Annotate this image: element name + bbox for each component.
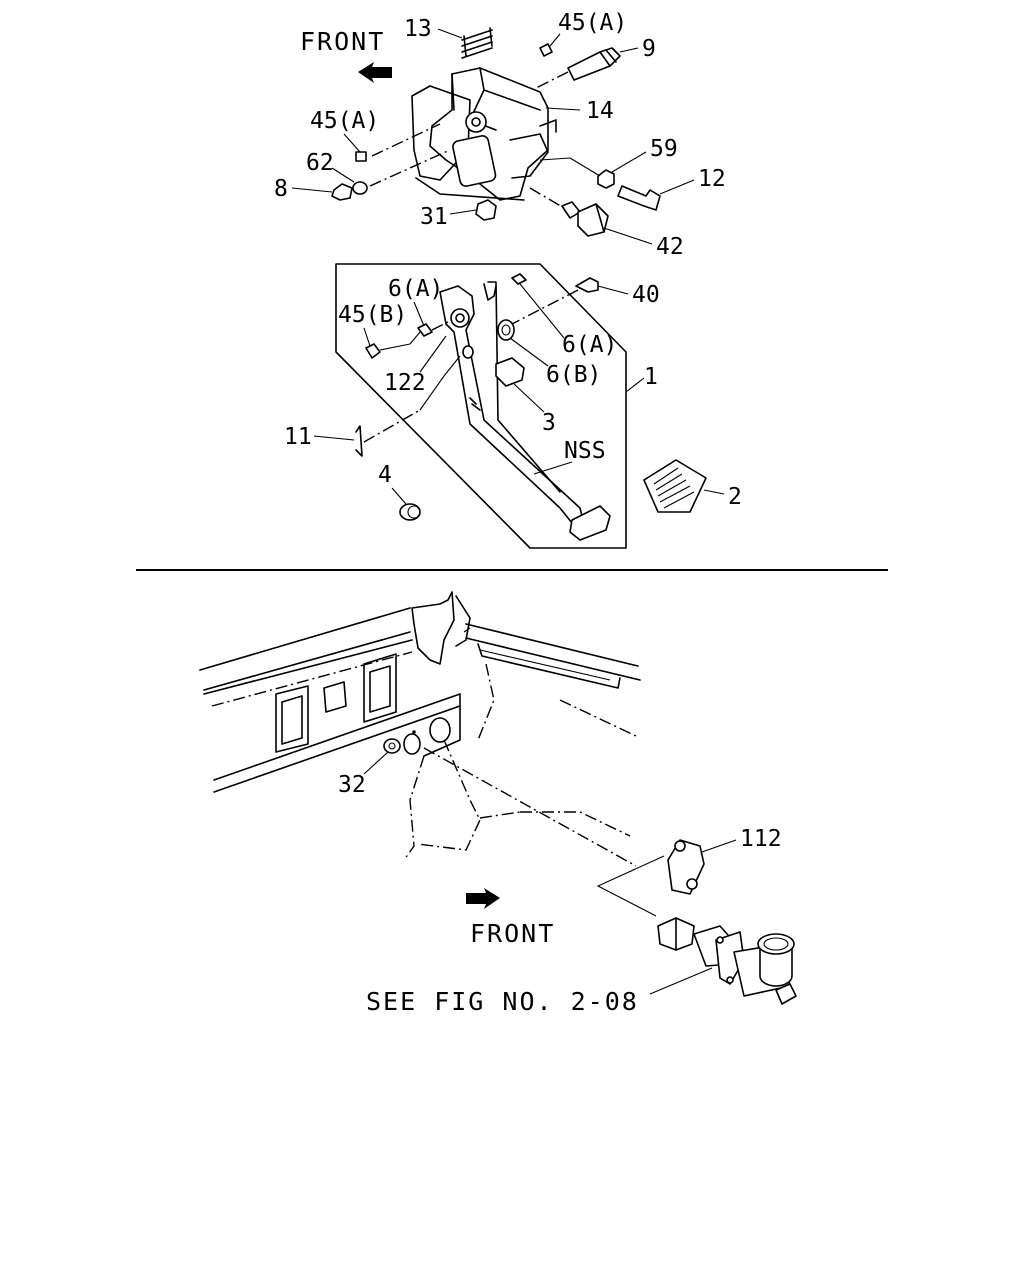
pedal-pad-2 <box>643 459 707 513</box>
stopper-3 <box>495 357 525 387</box>
callout-32: 32 <box>338 772 366 798</box>
cap-45a-left <box>355 151 367 162</box>
cap-45a-top <box>539 43 553 57</box>
nut-59 <box>597 169 615 189</box>
washer-32 <box>383 738 401 754</box>
callout-11: 11 <box>284 424 312 450</box>
clip-45b <box>365 343 381 359</box>
callout-6a-right: 6(A) <box>562 332 617 358</box>
pedal-arm <box>439 281 611 541</box>
callout-3: 3 <box>542 410 556 436</box>
callout-31: 31 <box>420 204 448 230</box>
bolt-12 <box>617 185 661 211</box>
callout-42: 42 <box>656 234 684 260</box>
switch-42 <box>561 201 609 237</box>
callout-nss: NSS <box>564 438 606 464</box>
callout-8: 8 <box>274 176 288 202</box>
callout-4: 4 <box>378 462 392 488</box>
callout-6a-left: 6(A) <box>388 276 443 302</box>
callout-6b: 6(B) <box>546 362 601 388</box>
callout-9: 9 <box>642 36 656 62</box>
bushing-6a-right <box>511 273 527 285</box>
callout-1: 1 <box>644 364 658 390</box>
callout-13: 13 <box>404 16 432 42</box>
plate-112 <box>667 839 705 895</box>
callout-2: 2 <box>728 484 742 510</box>
callout-45b: 45(B) <box>338 302 407 328</box>
callout-45a-left: 45(A) <box>310 108 379 134</box>
callout-14: 14 <box>586 98 614 124</box>
bushing-6a-left <box>417 323 433 337</box>
see-fig-label: SEE FIG NO. 2-08 <box>366 987 639 1016</box>
pedal-arm-assembly: 1 40 6(A) 6(B) 3 6(A) 45(B) 122 <box>284 263 742 549</box>
master-cylinder <box>657 917 797 1005</box>
nut-31 <box>475 199 497 221</box>
pedal-bracket-assembly: FRONT 13 45(A) 9 14 <box>274 10 726 260</box>
pedal-foot <box>569 505 611 541</box>
nut-8 <box>331 183 353 201</box>
callout-59: 59 <box>650 136 678 162</box>
washer-62 <box>352 181 368 195</box>
pedal-bracket-14 <box>411 67 557 201</box>
callout-62: 62 <box>306 150 334 176</box>
spring-13 <box>461 27 493 59</box>
front-arrow-bottom-icon <box>466 888 500 909</box>
bolt-9 <box>567 47 621 81</box>
dash-panel-assembly: 32 112 <box>199 591 797 1016</box>
front-label-bottom: FRONT <box>470 919 555 948</box>
clip-11 <box>355 425 363 457</box>
callout-122: 122 <box>384 370 426 396</box>
callout-40: 40 <box>632 282 660 308</box>
callout-112: 112 <box>740 826 782 852</box>
bolt-40 <box>575 277 599 293</box>
pedal-set-outline <box>335 263 627 549</box>
front-arrow-icon <box>358 62 392 83</box>
front-label-top: FRONT <box>300 27 385 56</box>
grommet-4 <box>399 503 421 521</box>
bushing-6b <box>497 319 515 341</box>
callout-12: 12 <box>698 166 726 192</box>
callout-45a-top: 45(A) <box>558 10 627 36</box>
